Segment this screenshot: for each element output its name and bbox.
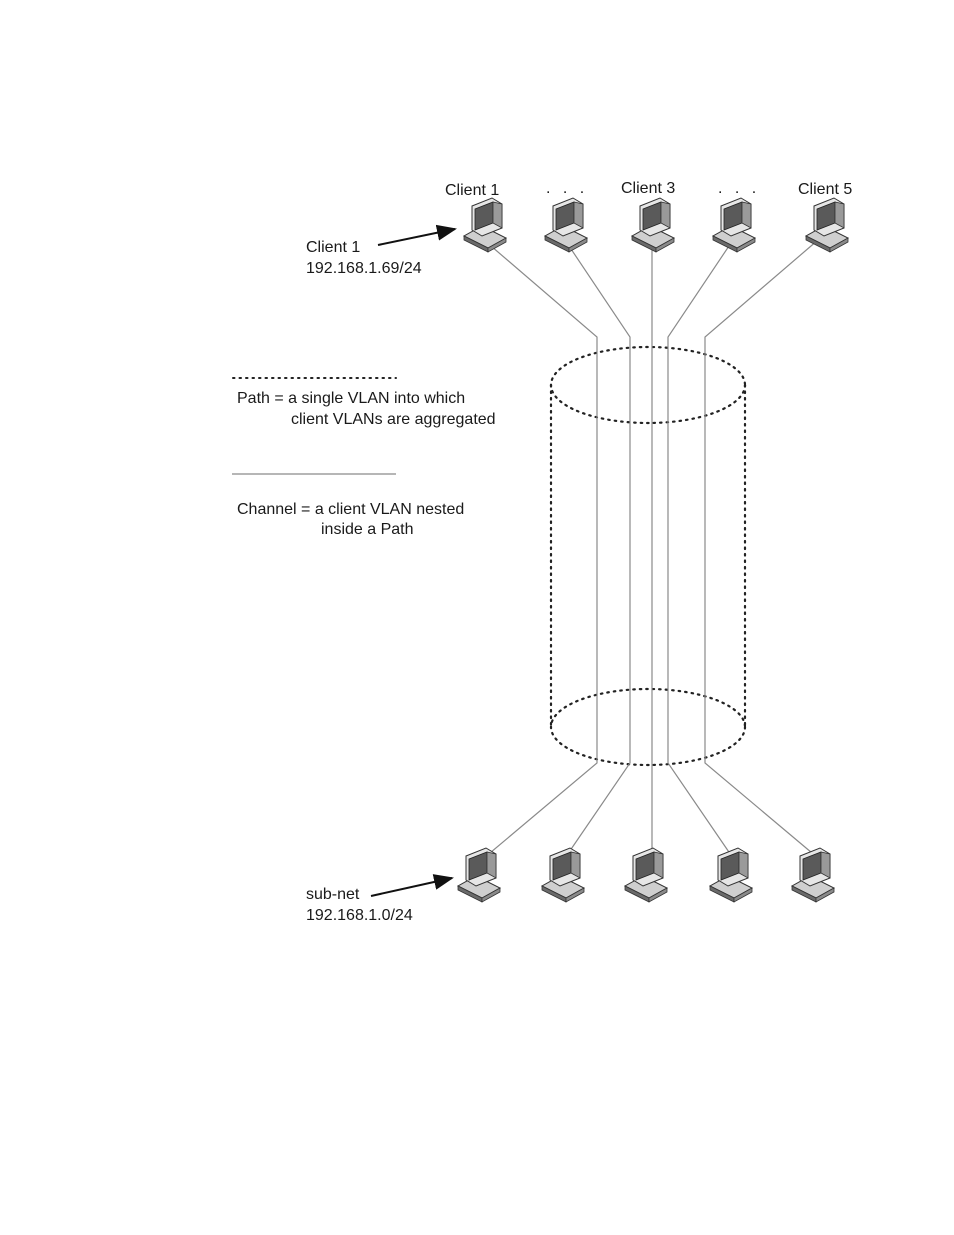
channel-line-4 — [668, 240, 733, 858]
client-5-label: Client 5 — [798, 180, 852, 200]
path-legend-text-line1: Path = a single VLAN into which — [237, 389, 465, 409]
client-1-label: Client 1 — [445, 181, 499, 201]
computer-icon — [713, 198, 755, 252]
computer-icon — [710, 848, 752, 902]
client-callout-name: Client 1 — [306, 238, 360, 258]
subnet-callout-arrow — [371, 878, 452, 896]
computer-icon — [545, 198, 587, 252]
channel-line-1 — [484, 240, 597, 858]
client-callout-arrow — [378, 229, 455, 245]
channel-line-5 — [705, 240, 818, 858]
computer-icon — [625, 848, 667, 902]
cylinder-bottom-ellipse — [551, 689, 745, 765]
path-cylinder — [551, 347, 745, 765]
client-callout-ip: 192.168.1.69/24 — [306, 259, 422, 279]
subnet-callout-name: sub-net — [306, 885, 359, 905]
path-legend-text-line2: client VLANs are aggregated — [291, 410, 496, 430]
ellipsis-label-right: . . . — [718, 179, 760, 199]
subnet-computers — [458, 848, 834, 902]
cylinder-top-ellipse — [551, 347, 745, 423]
client-computers — [464, 198, 848, 252]
ellipsis-label-left: . . . — [546, 179, 588, 199]
channel-legend-text-line1: Channel = a client VLAN nested — [237, 500, 464, 520]
computer-icon — [458, 848, 500, 902]
computer-icon — [806, 198, 848, 252]
client-3-label: Client 3 — [621, 179, 675, 199]
computer-icon — [464, 198, 506, 252]
channel-legend-text-line2: inside a Path — [321, 520, 414, 540]
computer-icon — [792, 848, 834, 902]
computer-icon — [542, 848, 584, 902]
computer-icon — [632, 198, 674, 252]
subnet-callout-ip: 192.168.1.0/24 — [306, 906, 413, 926]
channel-lines — [484, 240, 818, 858]
